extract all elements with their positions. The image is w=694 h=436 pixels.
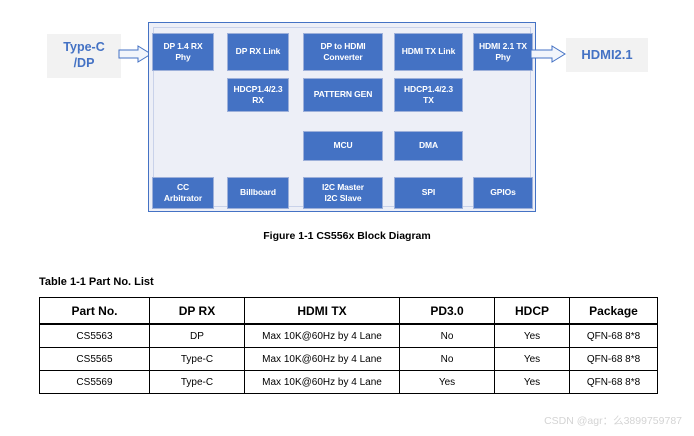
block-i2c-master-slave: I2C Master I2C Slave <box>303 177 383 209</box>
block-dma: DMA <box>394 131 463 161</box>
table-header-pd30: PD3.0 <box>399 297 495 325</box>
cell-hdcp: Yes <box>494 370 570 394</box>
block-label-line1: GPIOs <box>490 187 516 198</box>
block-label-line1: DP to HDMI <box>320 40 366 51</box>
block-dp-to-hdmi-converter: DP to HDMI Converter <box>303 33 383 71</box>
part-no-list-table: Part No. DP RX HDMI TX PD3.0 HDCP Packag… <box>39 297 658 394</box>
cell-pd30: Yes <box>399 370 495 394</box>
table-header-part-no: Part No. <box>39 297 150 325</box>
cell-hdmi-tx: Max 10K@60Hz by 4 Lane <box>244 347 400 371</box>
cell-dp-rx: DP <box>149 323 245 348</box>
figure-caption: Figure 1-1 CS556x Block Diagram <box>263 230 431 242</box>
block-dp14-rx-phy: DP 1.4 RX Phy <box>152 33 214 71</box>
port-input-line2: /DP <box>73 56 95 70</box>
cell-part-no: CS5565 <box>39 347 150 371</box>
block-label-line1: I2C Master <box>322 181 364 192</box>
block-label-line2: Arbitrator <box>163 193 203 203</box>
watermark: CSDN @agr：么3899759787 <box>544 415 682 427</box>
block-hdmi-tx-link: HDMI TX Link <box>394 33 463 71</box>
cell-package: QFN-68 8*8 <box>569 347 658 371</box>
cell-part-no: CS5569 <box>39 370 150 394</box>
cell-dp-rx: Type-C <box>149 347 245 371</box>
block-label-line1: HDCP1.4/2.3 <box>233 83 283 94</box>
cell-part-no: CS5563 <box>39 323 150 348</box>
right-arrow-icon-input <box>118 45 152 63</box>
cell-hdcp: Yes <box>494 323 570 348</box>
table-row: CS5569 Type-C Max 10K@60Hz by 4 Lane Yes… <box>39 370 658 394</box>
table-row: CS5563 DP Max 10K@60Hz by 4 Lane No Yes … <box>39 323 658 348</box>
cell-pd30: No <box>399 323 495 348</box>
block-spi: SPI <box>394 177 463 209</box>
port-box-input: Type-C /DP <box>47 34 121 78</box>
table-title: Table 1-1 Part No. List <box>39 276 154 288</box>
block-diagram: Type-C /DP DP 1.4 RX Phy DP RX Link DP t… <box>47 22 648 212</box>
block-label-line1: MCU <box>333 140 353 151</box>
block-label-line2: I2C Slave <box>324 193 362 203</box>
block-label-line1: PATTERN GEN <box>313 89 373 100</box>
block-label-line1: HDCP1.4/2.3 <box>404 83 453 94</box>
block-dp-rx-link: DP RX Link <box>227 33 289 71</box>
port-input-line1: Type-C <box>63 40 105 55</box>
table-header-dp-rx: DP RX <box>149 297 245 325</box>
block-hdcp-rx: HDCP1.4/2.3 RX <box>227 78 289 112</box>
block-label-line1: DP RX Link <box>235 46 281 57</box>
table-row: CS5565 Type-C Max 10K@60Hz by 4 Lane No … <box>39 347 658 371</box>
right-arrow-icon-output <box>530 45 566 63</box>
block-label-line2: Phy <box>175 52 191 62</box>
block-label-line1: HDMI 2.1 TX <box>478 40 528 51</box>
table-header-row: Part No. DP RX HDMI TX PD3.0 HDCP Packag… <box>39 297 658 325</box>
cell-hdmi-tx: Max 10K@60Hz by 4 Lane <box>244 370 400 394</box>
block-mcu: MCU <box>303 131 383 161</box>
block-label-line1: Billboard <box>240 187 276 198</box>
block-label-line1: HDMI TX Link <box>401 46 456 57</box>
block-cc-arbitrator: CC Arbitrator <box>152 177 214 209</box>
block-label-line2: RX <box>252 95 264 105</box>
block-label-line2: Phy <box>495 52 511 62</box>
block-label-line1: CC <box>176 181 190 192</box>
block-pattern-gen: PATTERN GEN <box>303 78 383 112</box>
block-hdmi21-tx-phy: HDMI 2.1 TX Phy <box>473 33 533 71</box>
block-label-line2: Converter <box>323 52 363 62</box>
port-box-output: HDMI2.1 <box>566 38 648 72</box>
table-header-hdmi-tx: HDMI TX <box>244 297 400 325</box>
block-label-line2: TX <box>423 95 434 105</box>
cell-hdmi-tx: Max 10K@60Hz by 4 Lane <box>244 323 400 348</box>
block-hdcp-tx: HDCP1.4/2.3 TX <box>394 78 463 112</box>
cell-pd30: No <box>399 347 495 371</box>
cell-dp-rx: Type-C <box>149 370 245 394</box>
cell-package: QFN-68 8*8 <box>569 370 658 394</box>
port-output-label: HDMI2.1 <box>581 46 633 62</box>
block-label-line1: SPI <box>421 187 436 198</box>
block-label-line1: DP 1.4 RX <box>163 40 203 51</box>
table-header-package: Package <box>569 297 658 325</box>
cell-hdcp: Yes <box>494 347 570 371</box>
block-billboard: Billboard <box>227 177 289 209</box>
block-label-line1: DMA <box>418 140 439 151</box>
cell-package: QFN-68 8*8 <box>569 323 658 348</box>
block-gpios: GPIOs <box>473 177 533 209</box>
table-header-hdcp: HDCP <box>494 297 570 325</box>
